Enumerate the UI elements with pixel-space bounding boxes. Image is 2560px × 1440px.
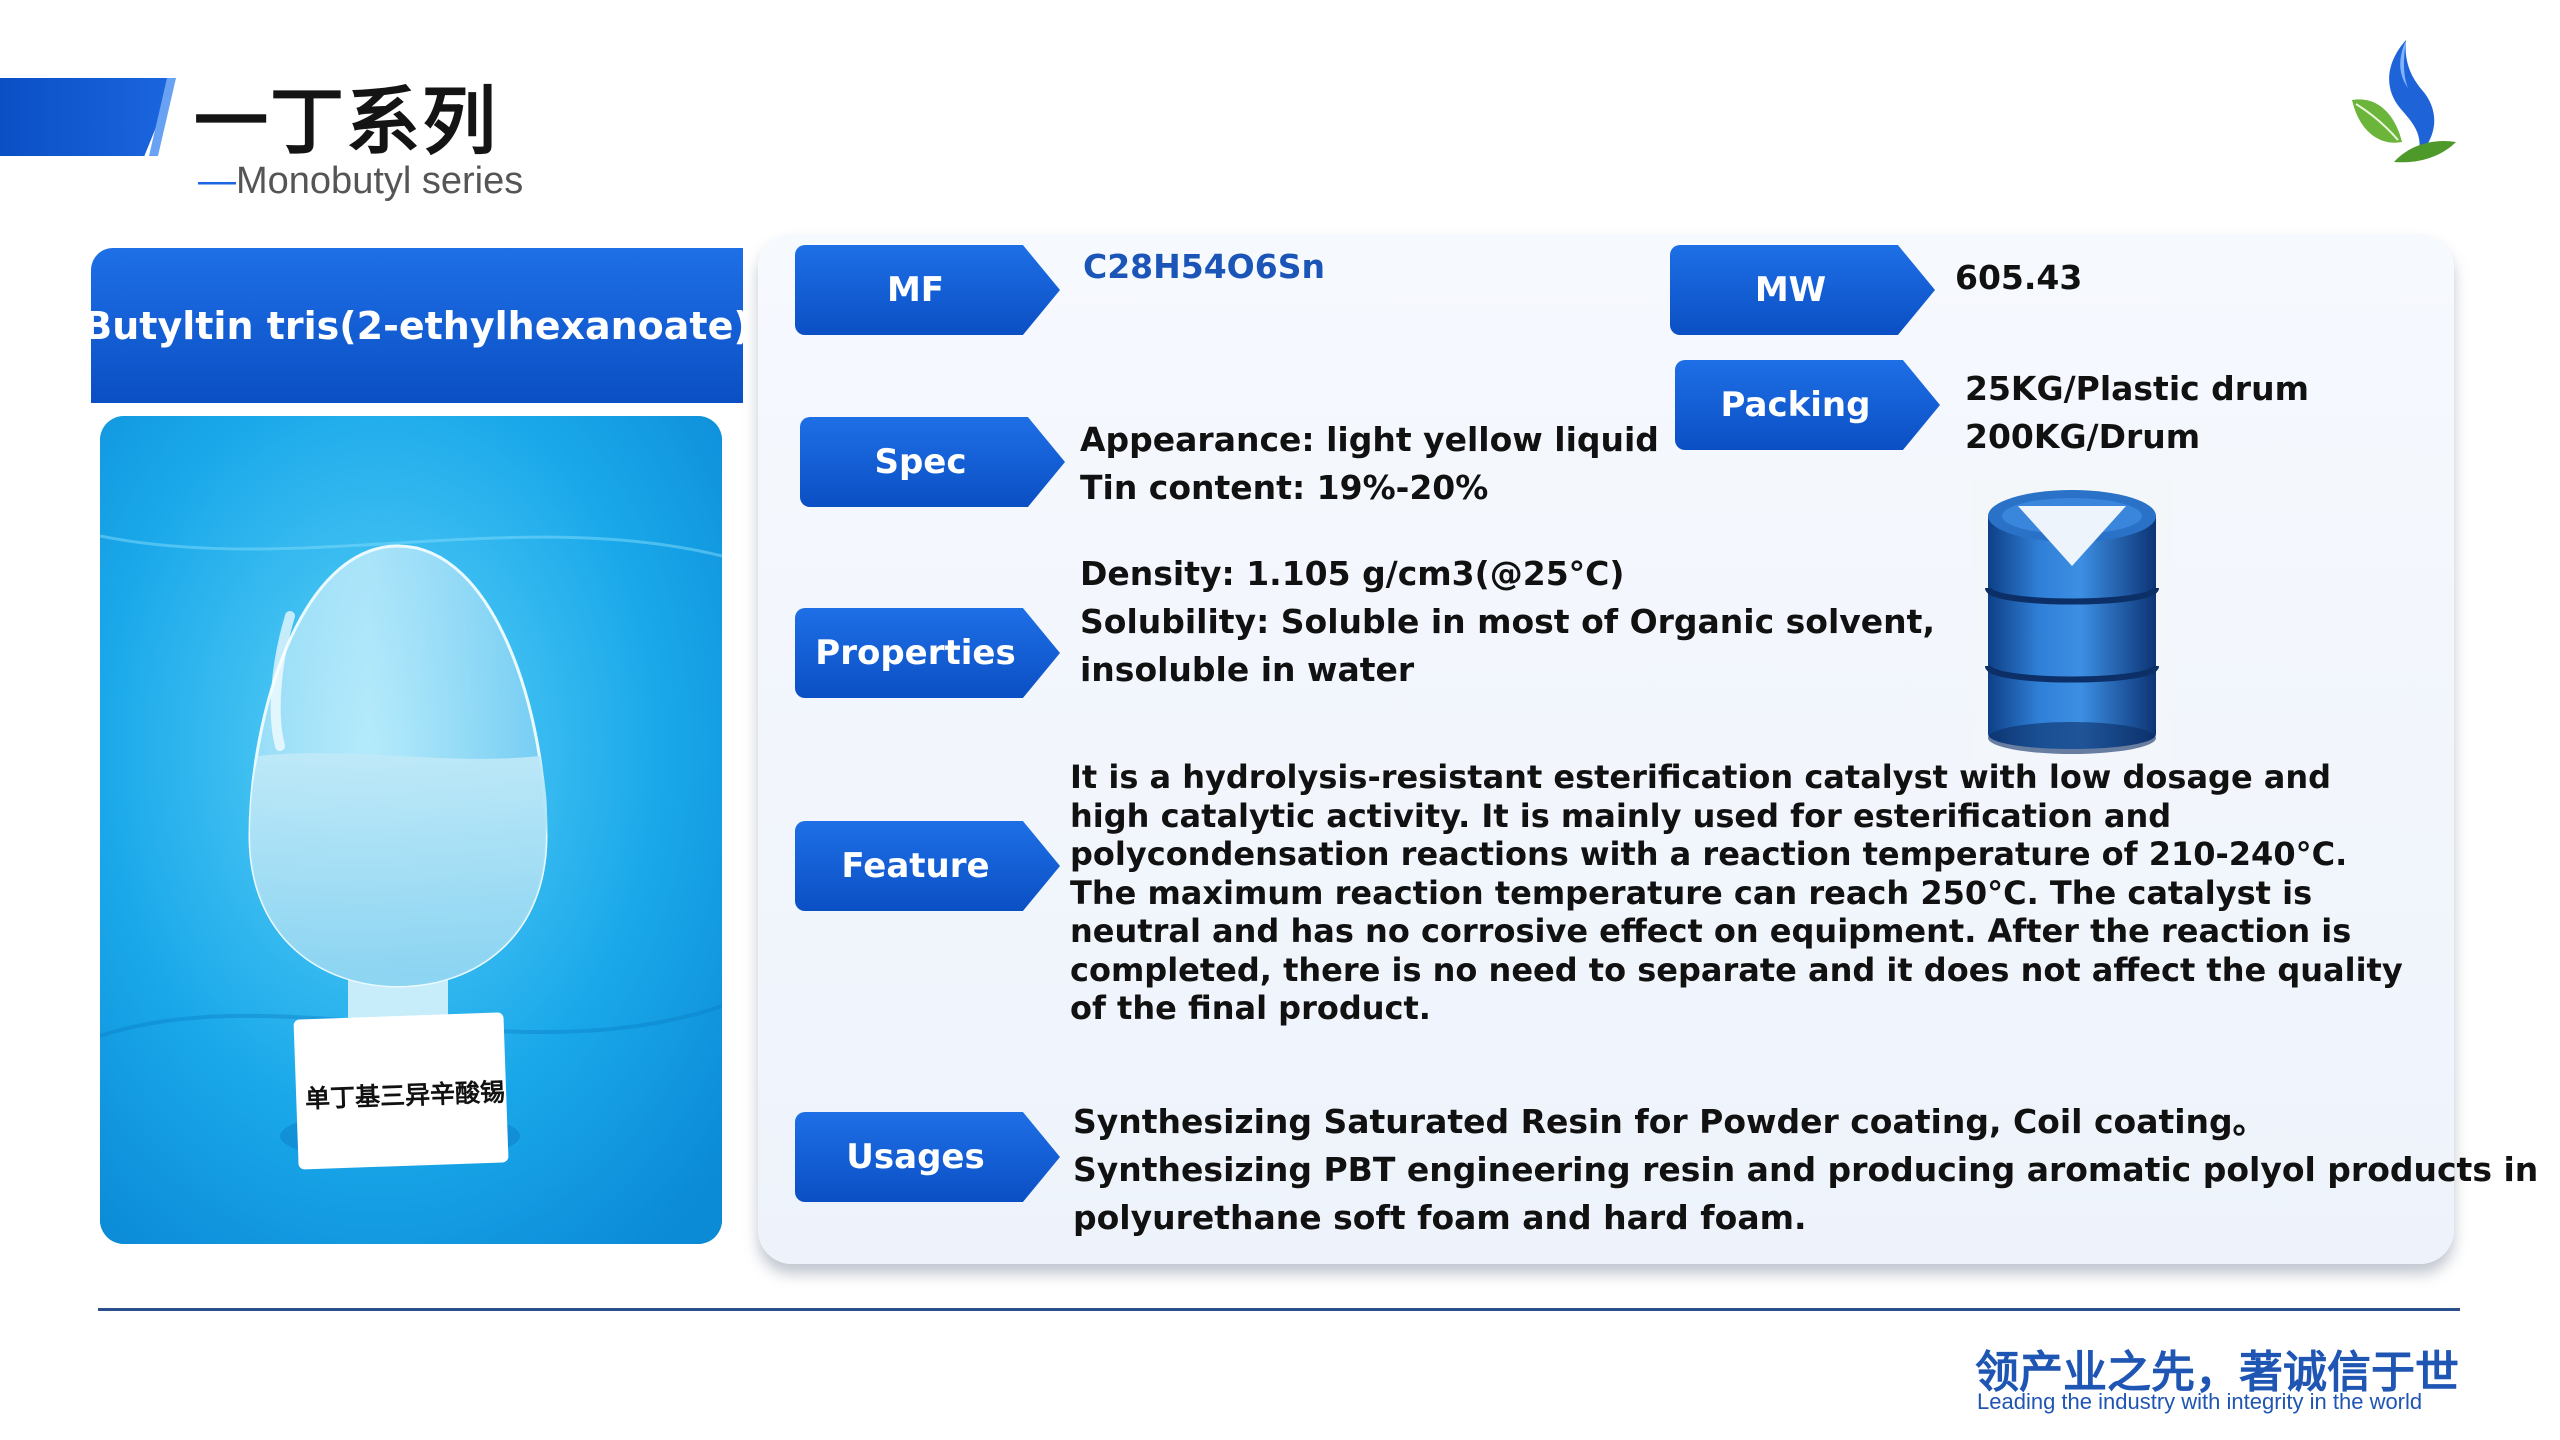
packing-line-2: 200KG/Drum	[1965, 417, 2201, 456]
feature-text: It is a hydrolysis-resistant esterificat…	[1070, 758, 2403, 1027]
subtitle-dash: —	[198, 160, 236, 202]
footer-slogan-en: Leading the industry with integrity in t…	[1977, 1389, 2423, 1414]
footer-divider	[98, 1308, 2460, 1311]
tag-mw: MW	[1670, 245, 1935, 335]
bottle-label-text: 单丁基三异辛酸锡	[304, 1077, 506, 1114]
tag-spec-label: Spec	[874, 442, 967, 482]
tag-properties-label: Properties	[815, 633, 1016, 673]
spec-line-1: Appearance: light yellow liquid	[1080, 420, 1659, 459]
subtitle-text: Monobutyl series	[236, 160, 524, 202]
mf-value: C28H54O6Sn	[1083, 247, 1325, 286]
blue-drum-image	[1972, 480, 2172, 762]
properties-line-1: Density: 1.105 g/cm3(@25°C)	[1080, 554, 1625, 593]
leaf-drop-logo-icon	[2352, 40, 2456, 163]
usages-line-1: Synthesizing Saturated Resin for Powder …	[1073, 1102, 2266, 1141]
tag-properties: Properties	[795, 608, 1060, 698]
tag-usages-label: Usages	[846, 1137, 985, 1177]
tag-packing: Packing	[1675, 360, 1940, 450]
page-title: 一丁系列	[194, 79, 498, 165]
tag-usages: Usages	[795, 1112, 1060, 1202]
product-name: Butyltin tris(2-ethylhexanoate)	[83, 303, 751, 348]
properties-line-3: insoluble in water	[1080, 650, 1415, 689]
tag-feature-label: Feature	[841, 846, 990, 886]
tag-spec: Spec	[800, 417, 1065, 507]
tag-mf: MF	[795, 245, 1060, 335]
header-accent-bar	[0, 78, 176, 156]
properties-line-2: Solubility: Soluble in most of Organic s…	[1080, 602, 1935, 641]
footer-slogan-cn: 领产业之先，著诚信于世	[1975, 1347, 2459, 1398]
mw-value: 605.43	[1955, 258, 2083, 297]
packing-line-1: 25KG/Plastic drum	[1965, 369, 2309, 408]
spec-line-2: Tin content: 19%-20%	[1080, 468, 1489, 507]
product-name-box: Butyltin tris(2-ethylhexanoate)	[83, 248, 751, 403]
page-subtitle: —Monobutyl series	[198, 160, 523, 203]
tag-packing-label: Packing	[1720, 385, 1871, 425]
usages-line-2: Synthesizing PBT engineering resin and p…	[1073, 1150, 2539, 1189]
usages-line-3: polyurethane soft foam and hard foam.	[1073, 1198, 1807, 1237]
tag-mw-label: MW	[1754, 270, 1827, 310]
tag-mf-label: MF	[886, 270, 945, 310]
sample-flask-photo: 单丁基三异辛酸锡	[100, 416, 722, 1244]
tag-feature: Feature	[795, 821, 1060, 911]
